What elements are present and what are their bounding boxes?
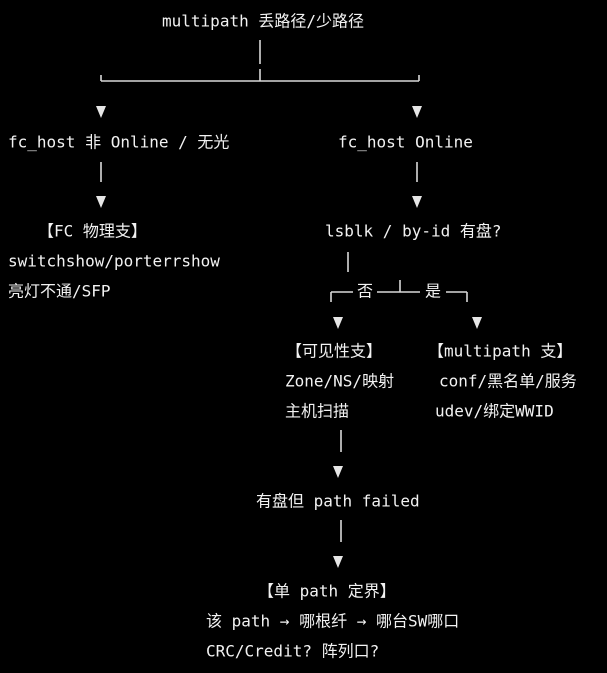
arrow-to-single-path [333,556,343,568]
arrow-to-visibility [333,317,343,329]
disk-question-node: lsblk / by-id 有盘? [325,222,502,241]
visibility-branch-line2: 主机扫描 [285,402,349,421]
fc-branch-line2: 亮灯不通/SFP [8,282,111,301]
fc-branch-line1: switchshow/porterrshow [8,252,220,271]
multipath-branch-line2: udev/绑定WWID [435,402,554,421]
arrow-to-multipath [472,317,482,329]
label-no: 否 [357,282,373,301]
multipath-branch-line1: conf/黑名单/服务 [439,372,577,391]
single-path-title: 【单 path 定界】 [258,582,396,601]
arrow-to-disk-question [412,196,422,208]
visibility-branch-line1: Zone/NS/映射 [285,372,394,391]
arrow-to-fc-branch [96,196,106,208]
branch-offline-node: fc_host 非 Online / 无光 [8,133,229,152]
multipath-branch-title: 【multipath 支】 [428,342,572,361]
root-node: multipath 丢路径/少路径 [162,12,364,31]
branch-online-node: fc_host Online [338,133,473,152]
single-path-line1: 该 path → 哪根纤 → 哪台SW哪口 [206,612,459,631]
path-failed-node: 有盘但 path failed [256,492,420,511]
label-yes: 是 [425,282,441,301]
fc-branch-title: 【FC 物理支】 [38,222,147,241]
arrow-to-offline [96,106,106,118]
arrow-to-path-failed [333,466,343,478]
single-path-line2: CRC/Credit? 阵列口? [206,642,379,661]
arrow-to-online [412,106,422,118]
visibility-branch-title: 【可见性支】 [286,342,382,361]
